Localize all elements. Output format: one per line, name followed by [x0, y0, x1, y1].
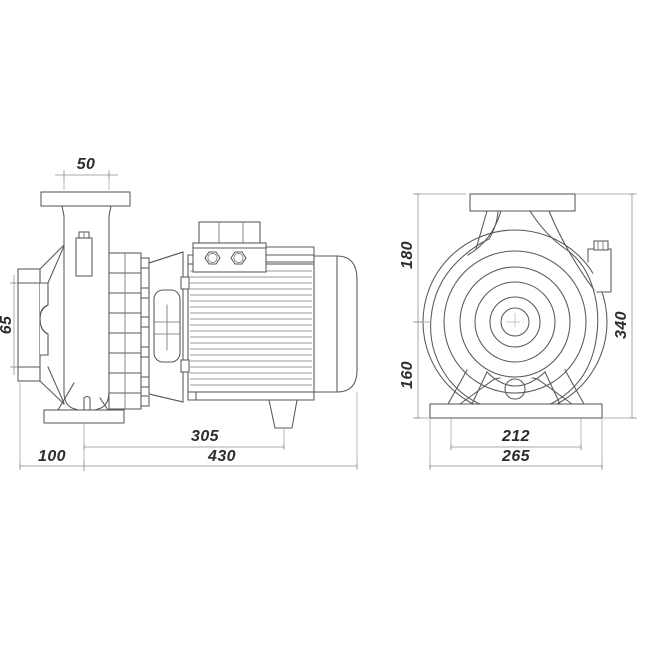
motor-terminal-box [192, 221, 267, 273]
dimension-value-212: 212 [501, 428, 530, 445]
cooling-fins [190, 270, 312, 386]
casing-concentric-rings [443, 250, 587, 394]
base-drain-hole [504, 378, 526, 400]
dimension-stack-left-front-view: 180 160 [399, 193, 466, 419]
dimension-discharge-flange-width: 50 [55, 156, 118, 190]
dimension-value-160: 160 [399, 361, 416, 389]
bearing-bracket [148, 251, 184, 403]
dimension-overall-height: 340 [575, 193, 637, 419]
dimension-value-50: 50 [77, 156, 96, 173]
terminal-box-bolt-pair [204, 251, 247, 265]
front-elevation-view: 180 160 340 21 [399, 193, 637, 470]
base-plate [429, 369, 603, 419]
dimension-stack-bottom-front-view: 212 265 [429, 418, 603, 470]
casing-cover [108, 252, 150, 410]
discharge-flange [40, 191, 131, 217]
dimension-value-340: 340 [613, 311, 630, 339]
motor-terminal-box [587, 240, 612, 293]
shaft-center [506, 313, 524, 331]
inspection-plate [153, 289, 181, 363]
discharge-flange [469, 193, 576, 212]
motor-fan-cover [313, 255, 358, 393]
dimension-stack-bottom-side-view: 305 100 430 [19, 381, 358, 471]
motor-mounting-foot [268, 399, 298, 429]
side-elevation-view: 50 65 305 [0, 156, 358, 471]
dimension-value-265: 265 [501, 448, 531, 465]
dimension-value-305: 305 [191, 428, 220, 445]
neck-boss [75, 231, 93, 277]
dimension-value-180: 180 [399, 241, 416, 269]
pump-casing [422, 210, 608, 415]
discharge-neck [63, 215, 110, 393]
dimension-value-430: 430 [207, 448, 236, 465]
suction-flange [17, 268, 49, 382]
dimension-suction-centerline-height: 65 [0, 275, 18, 375]
pump-mounting-foot [43, 382, 125, 424]
casing-suction-transition [39, 244, 65, 405]
dimension-value-100: 100 [38, 448, 66, 465]
dimension-value-65: 65 [0, 315, 15, 334]
